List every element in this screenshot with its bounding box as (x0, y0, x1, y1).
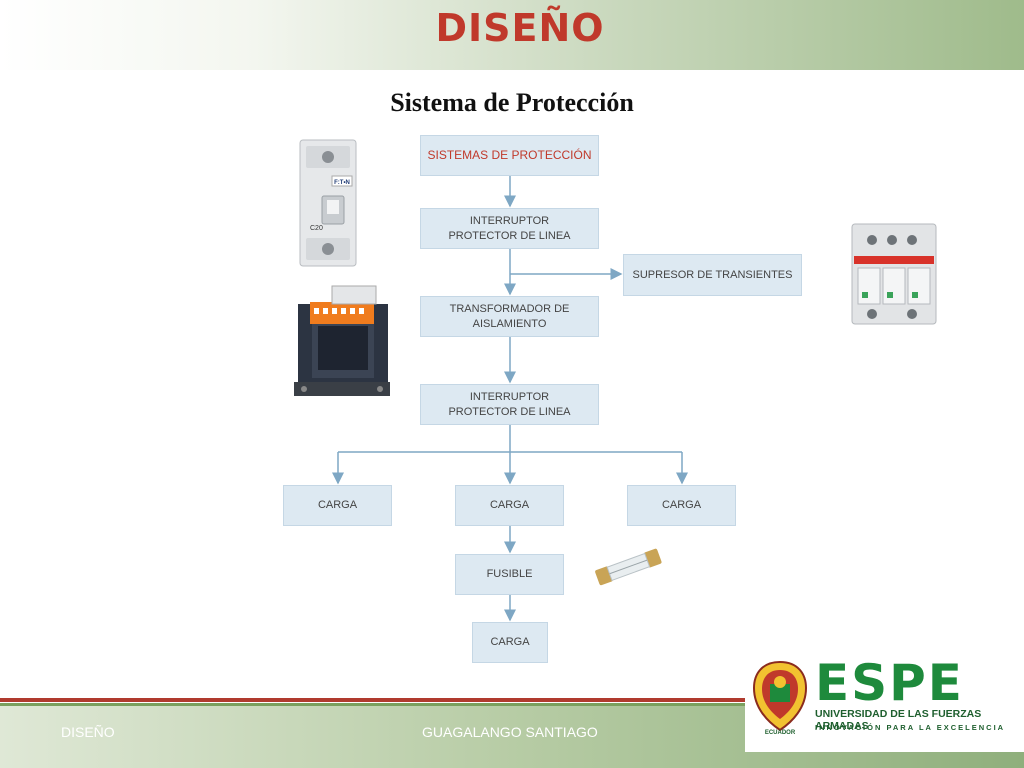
box-carga-left: CARGA (283, 485, 392, 526)
transformer-image (294, 285, 390, 396)
box-carga-right: CARGA (627, 485, 736, 526)
header-band (0, 0, 1024, 70)
box-carga-center: CARGA (455, 485, 564, 526)
svg-text:ECUADOR: ECUADOR (765, 730, 796, 736)
box-transformador: TRANSFORMADOR DE AISLAMIENTO (420, 296, 599, 337)
box-carga-bottom: CARGA (472, 622, 548, 663)
box-fusible: FUSIBLE (455, 554, 564, 595)
slide-subtitle: Sistema de Protección (390, 88, 634, 117)
slide-title: DISEÑO (435, 6, 605, 50)
footer-green-line (0, 703, 750, 706)
logo-espe-wordmark: ESPE (815, 654, 964, 712)
box-sistemas-proteccion: SISTEMAS DE PROTECCIÓN (420, 135, 599, 176)
box-interruptor-1: INTERRUPTOR PROTECTOR DE LINEA (420, 208, 599, 249)
footer-red-line (0, 698, 750, 702)
surge-protector-image (851, 223, 937, 325)
fuse-image (595, 548, 662, 586)
university-seal-icon: ECUADOR (752, 660, 808, 736)
svg-text:F:T•N: F:T•N (334, 180, 350, 186)
logo-university-name: UNIVERSIDAD DE LAS FUERZAS ARMADAS (815, 708, 982, 732)
circuit-breaker-image: F:T•N C20 (299, 139, 357, 267)
box-interruptor-2: INTERRUPTOR PROTECTOR DE LINEA (420, 384, 599, 425)
svg-text:C20: C20 (310, 225, 323, 232)
footer-section-label: DISEÑO (61, 724, 115, 740)
footer-author: GUAGALANGO SANTIAGO (422, 724, 598, 740)
logo-motto: INNOVACIÓN PARA LA EXCELENCIA (815, 723, 1006, 732)
box-supresor-transientes: SUPRESOR DE TRANSIENTES (623, 254, 802, 296)
